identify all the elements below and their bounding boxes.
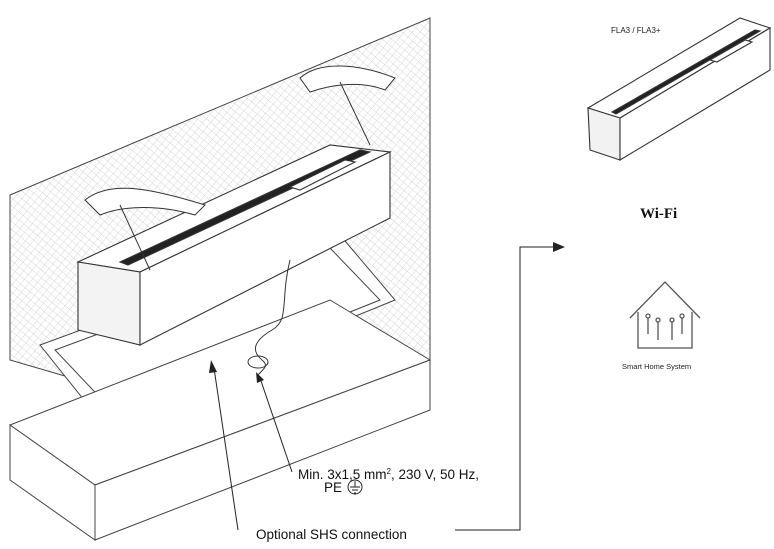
hands-icon [84, 65, 396, 271]
smart-home-label: Smart Home System [622, 362, 692, 371]
burner-unit [76, 144, 392, 346]
pe-label: PE [324, 480, 343, 495]
wifi-house-icon [629, 281, 701, 349]
wifi-label: Wi-Fi [640, 206, 678, 222]
optional-connection-label: Optional SHS connection [256, 527, 407, 542]
power-cable [254, 259, 291, 376]
fla3-unit [586, 17, 772, 161]
power-spec-label: Min. 3x1,5 mm2, 230 V, 50 Hz, [298, 467, 480, 482]
leader-lines [213, 246, 555, 531]
niche-housing [8, 234, 432, 541]
ground-symbol-icon [347, 479, 363, 495]
model-label: FLA3 / FLA3+ [611, 26, 661, 35]
arrow-icon [209, 242, 565, 383]
cable-loop [247, 355, 269, 369]
